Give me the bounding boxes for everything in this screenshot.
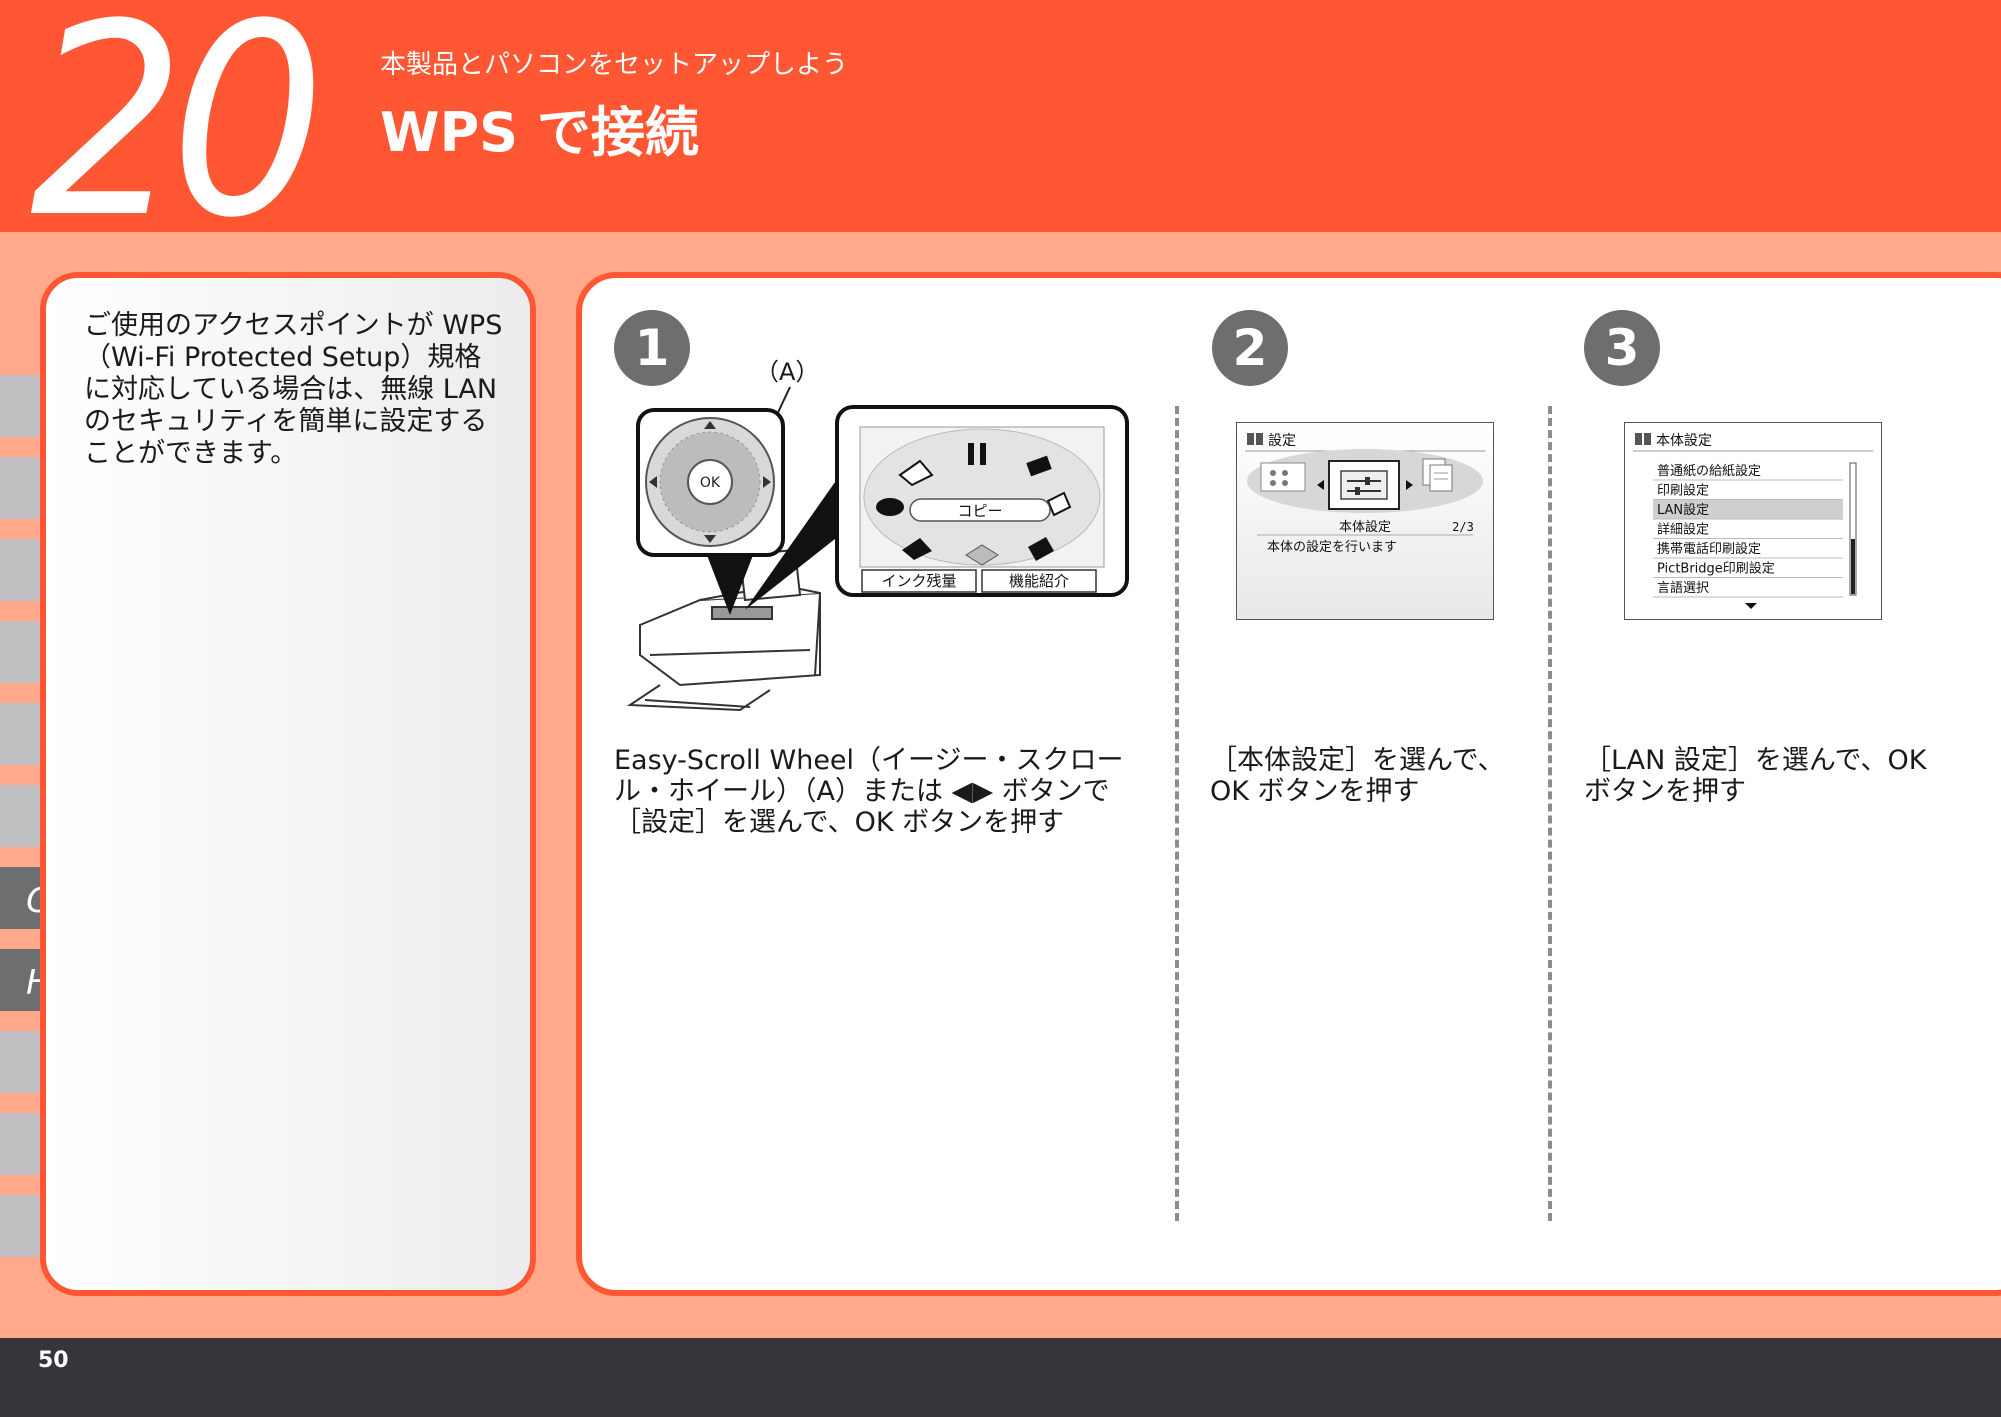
settings-icon [968,443,974,465]
up-arrow-icon [704,421,716,429]
ink-drops-icon [1260,462,1306,492]
right-arrow-icon [1406,480,1413,490]
intro-text: ご使用のアクセスポイントが WPS（Wi-Fi Protected Setup）… [84,310,503,469]
step-2-screen: 設定 本体設定 2/3 本体の設定を行います [1236,422,1494,620]
copy-stack-icon [965,544,999,566]
page-footer [0,1338,2001,1417]
step-3-screen: 本体設定 普通紙の給紙設定印刷設定 LAN設定詳細設定携帯電話印刷設定 PictBr… [1624,422,1882,620]
left-arrow-icon [649,476,657,488]
selected-menu-pill [909,498,1051,522]
screen-title: 設定 [1268,433,1296,449]
step-1-illustration: （A） OK コピー インク残量 機能紹介 [626,358,1129,712]
menu-item[interactable]: 普通紙の給紙設定 [1657,463,1761,479]
page-subtitle: 本製品とパソコンをセットアップしよう [380,50,849,80]
print-icon [898,459,934,487]
menu-item[interactable]: 携帯電話印刷設定 [1657,541,1761,557]
step-2-number: 2 [1212,310,1288,386]
feature-intro-button[interactable] [981,569,1097,593]
step-3-number: 3 [1584,310,1660,386]
selected-menu-label: コピー [957,502,1002,520]
step-divider [1548,406,1552,1221]
right-arrow-icon [763,476,771,488]
step-divider [1175,406,1179,1221]
printer-icon [626,548,821,712]
step-2-description: ［本体設定］を選んで、OK ボタンを押す [1210,745,1505,807]
intro-panel: ご使用のアクセスポイントが WPS（Wi-Fi Protected Setup）… [40,272,536,1296]
screen-page-indicator: 2/3 [1452,520,1474,534]
page-header: 20 本製品とパソコンをセットアップしよう WPS で接続 [0,0,2001,255]
menu-item[interactable]: 言語選択 [1657,580,1709,596]
disc-icon [876,498,904,516]
page-number: 50 [38,1348,69,1373]
menu-item[interactable]: PictBridge印刷設定 [1657,561,1775,577]
down-arrow-icon [704,535,716,543]
screen-title: 本体設定 [1656,433,1712,449]
scan-icon [902,538,932,560]
photo-icon [1026,455,1052,477]
settings-icon [1635,433,1642,445]
ok-button-label: OK [700,475,721,491]
scrollbar-thumb[interactable] [1851,539,1855,594]
step-3-description: ［LAN 設定］を選んで、OK ボタンを押す [1584,745,1927,807]
menu-item[interactable]: LAN設定 [1657,502,1709,518]
page-title: WPS で接続 [380,101,699,164]
scroll-down-icon [1745,603,1757,609]
left-arrow-icon [1317,480,1324,490]
ink-level-label: インク残量 [881,572,956,590]
menu-item[interactable]: 印刷設定 [1657,483,1709,499]
section-number: 20 [30,0,326,276]
ink-level-button[interactable] [861,569,977,593]
step-1-number: 1 [614,310,690,386]
card-icon [1028,537,1054,561]
menu-item-highlight [1653,500,1843,519]
scrollbar[interactable] [1849,462,1857,596]
menu-item[interactable]: 詳細設定 [1657,522,1709,538]
screen-item-label: 本体設定 [1339,519,1391,535]
callout-a-label: （A） [755,358,819,386]
settings-icon [1247,433,1254,445]
layout-icon [1046,491,1072,517]
screen-description: 本体の設定を行います [1267,539,1397,555]
feature-intro-label: 機能紹介 [1009,572,1069,590]
step-1-description: Easy-Scroll Wheel（イージー・スクロール・ホイール）（A）または… [614,745,1124,838]
ok-button[interactable] [687,459,733,505]
